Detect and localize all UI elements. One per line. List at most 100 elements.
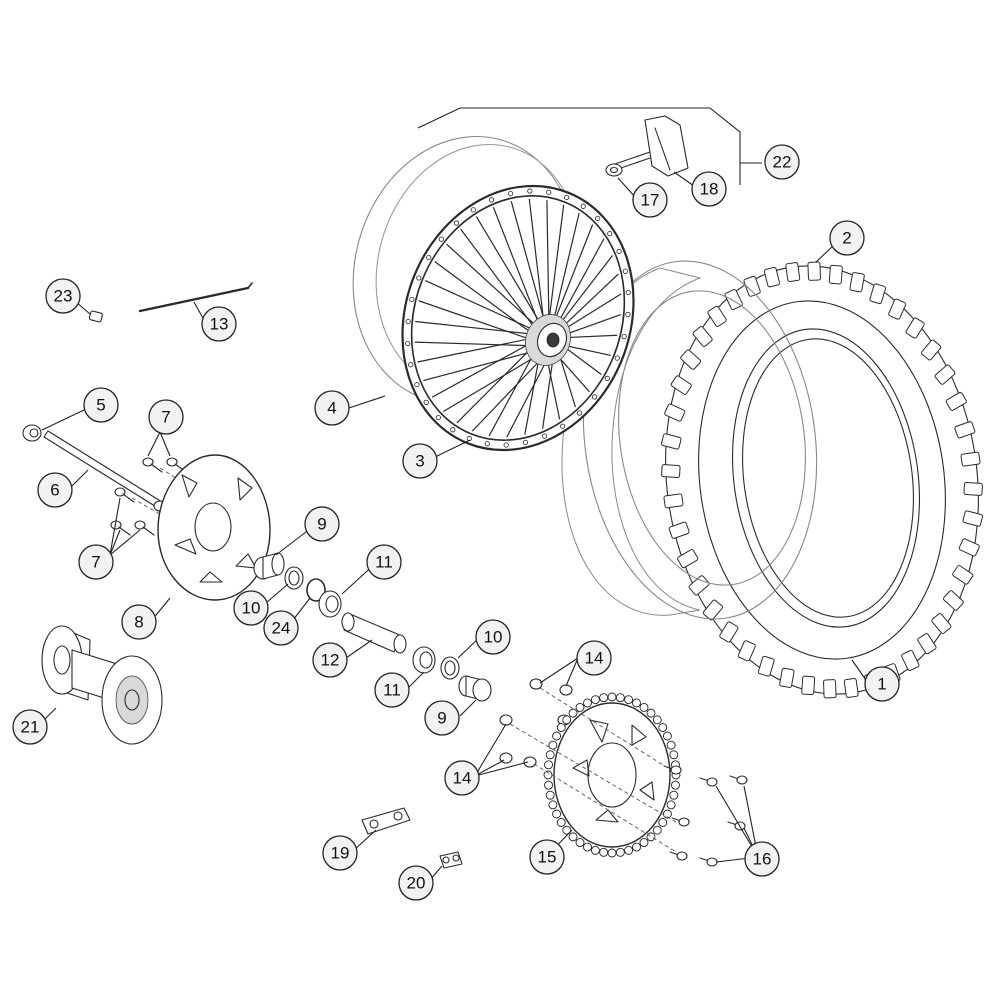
tread-knob — [869, 283, 887, 305]
spoke-nipple — [405, 340, 411, 347]
callout-label: 16 — [753, 850, 772, 869]
spoke-nipple — [503, 442, 509, 448]
tread-knob — [737, 640, 756, 662]
spoke — [553, 255, 614, 332]
spoke-nipple — [484, 441, 490, 447]
sprocket-tooth — [575, 838, 585, 847]
spoke-nipple — [450, 427, 456, 433]
callout-23: 23 — [45, 278, 81, 314]
sprocket-tooth — [607, 848, 617, 858]
spoke-nipple — [604, 375, 610, 382]
wheel-bearing-left — [318, 590, 342, 618]
spoke-nipple — [423, 399, 429, 405]
callout-21: 21 — [12, 709, 48, 745]
spoke-nipple — [453, 220, 460, 226]
sprocket-tooth — [646, 832, 656, 842]
callout-label: 11 — [383, 681, 401, 700]
tread-knob — [702, 599, 723, 621]
hub-spacer-right — [458, 675, 492, 702]
sprocket-nuts — [499, 678, 573, 768]
callout-label: 19 — [331, 844, 350, 863]
callout-label: 6 — [50, 481, 59, 500]
sprocket-tooth — [590, 695, 600, 705]
callout-10-left: 10 — [233, 590, 269, 626]
tread-knob — [724, 288, 743, 311]
sprocket-tooth — [552, 809, 562, 819]
tread-knob — [945, 391, 967, 411]
callout-14-top: 14 — [576, 640, 612, 676]
sprocket-tooth — [545, 750, 555, 760]
tread-knob — [843, 677, 859, 698]
spoke-nipple — [621, 333, 627, 340]
tread-knob — [779, 667, 795, 688]
sprocket-tooth — [556, 723, 566, 732]
callout-24: 24 — [263, 610, 299, 646]
callout-label: 9 — [317, 515, 326, 534]
tread-knob — [692, 326, 713, 347]
sprocket-tooth — [583, 842, 592, 852]
callout-1: 1 — [864, 666, 900, 702]
sprocket-tooth — [662, 809, 672, 819]
callout-4: 4 — [314, 390, 350, 426]
callout-label: 12 — [321, 651, 340, 670]
sprocket-tooth — [615, 693, 625, 703]
callout-20: 20 — [398, 865, 434, 901]
tread-knob — [757, 655, 775, 677]
callout-label: 1 — [877, 675, 886, 694]
tread-knob — [677, 549, 699, 569]
rear-hub — [41, 625, 163, 745]
assembly-bracket — [417, 107, 741, 185]
tread-knob — [664, 403, 686, 422]
wheel-bearing-right — [412, 646, 436, 674]
spoke-nipple — [408, 362, 414, 368]
hub-spacer-left — [253, 552, 285, 580]
small-screw — [88, 310, 103, 323]
tread-knob — [960, 451, 981, 467]
spoke-nipples — [405, 188, 631, 448]
spoke-nipple — [416, 275, 422, 281]
sprocket-tooth — [671, 780, 680, 790]
spoke-nipple — [625, 311, 631, 318]
rear-sprocket — [543, 692, 681, 858]
callout-8: 8 — [121, 604, 157, 640]
sprocket-tooth — [583, 698, 592, 708]
callout-label: 17 — [641, 191, 660, 210]
tread-knob — [670, 375, 692, 395]
tread-knob — [823, 679, 837, 699]
callout-19: 19 — [322, 835, 358, 871]
tread-knob — [888, 298, 907, 320]
spoke — [471, 351, 549, 432]
sprocket-tooth — [556, 818, 566, 827]
callout-15: 15 — [529, 839, 565, 875]
callout-11-bottom: 11 — [374, 672, 410, 708]
spoke — [443, 350, 545, 412]
callout-10-right: 10 — [475, 619, 511, 655]
callout-label: 22 — [773, 153, 792, 172]
callout-label: 20 — [407, 874, 426, 893]
callout-label: 7 — [91, 553, 100, 572]
spoke-nipple — [616, 248, 622, 255]
spoke — [434, 260, 539, 339]
sprocket-tooth — [624, 845, 634, 855]
tread-knob — [688, 575, 710, 596]
callout-label: 15 — [538, 848, 557, 867]
tread-knob — [660, 433, 682, 450]
tread-knob — [952, 565, 974, 585]
spoke-nipple — [576, 410, 583, 416]
spoke-nipple — [435, 414, 441, 421]
sprocket-tooth — [624, 695, 634, 705]
callout-label: 4 — [327, 399, 336, 418]
callout-label: 10 — [242, 599, 261, 618]
callout-12: 12 — [312, 642, 348, 678]
sprocket-tooth — [599, 847, 609, 857]
callout-17: 17 — [632, 182, 668, 218]
callout-label: 21 — [21, 718, 40, 737]
sprocket-tooth — [568, 708, 578, 718]
tread-knob — [828, 264, 843, 285]
tread-knob — [707, 305, 727, 327]
spoke-nipple — [414, 381, 420, 388]
callout-label: 9 — [437, 709, 446, 728]
spoke — [547, 204, 565, 329]
tread-knob — [807, 261, 821, 281]
sprocket-tooth — [652, 825, 662, 835]
